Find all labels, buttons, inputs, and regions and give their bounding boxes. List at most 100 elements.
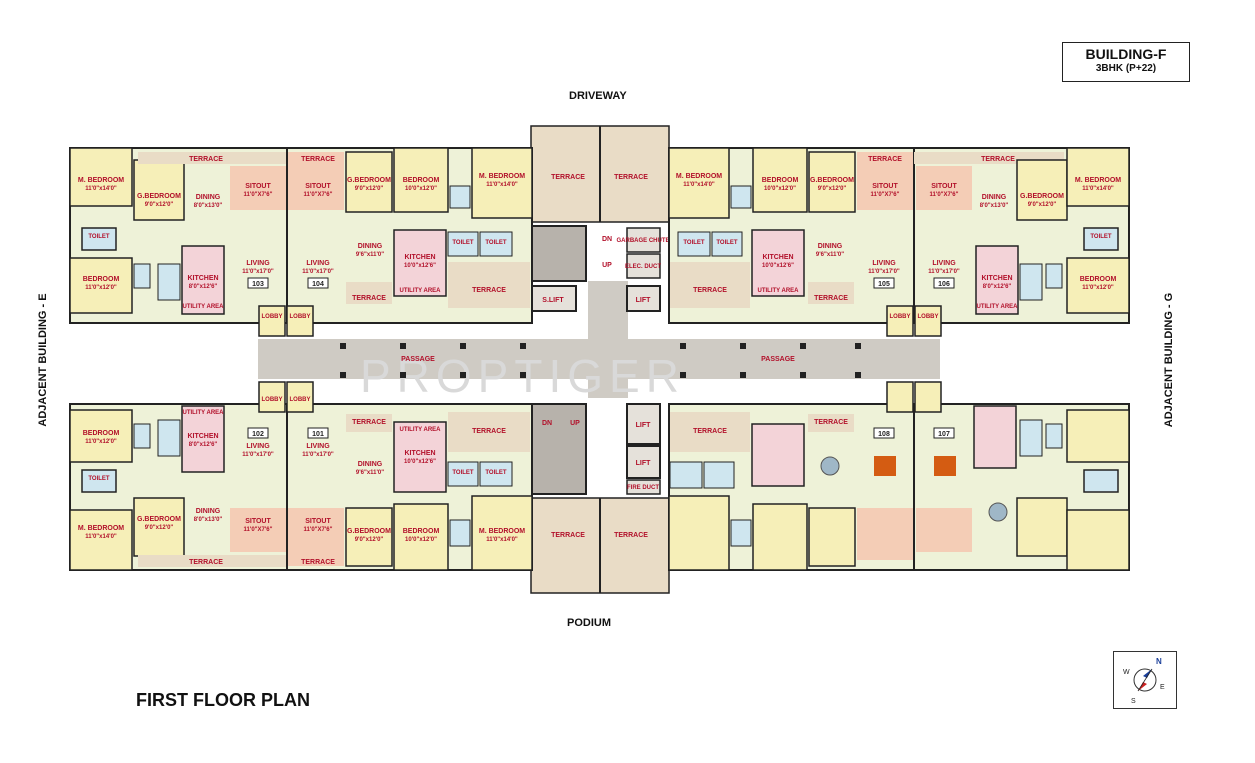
room-kitchen	[393, 421, 447, 493]
sofa-rug	[934, 456, 956, 476]
room-dim: 11'0"x14'0"	[683, 182, 715, 188]
unit-number: 105	[878, 281, 890, 288]
cross-passage	[588, 281, 628, 398]
room-toilet	[1019, 419, 1043, 457]
driveway-label: DRIVEWAY	[569, 90, 627, 102]
lobby	[258, 305, 286, 337]
sitout-dim: 11'0"X7'6"	[930, 192, 959, 198]
terrace-label: TERRACE	[472, 428, 506, 435]
room-toilet	[1045, 423, 1063, 449]
passage-right-label: PASSAGE	[761, 356, 795, 363]
room-dim: 9'0"x12'0"	[145, 525, 174, 531]
sitout	[230, 166, 286, 210]
room-dim: 8'0"x13'0"	[980, 203, 1009, 209]
terrace-label: TERRACE	[981, 156, 1015, 163]
lift-top	[626, 285, 661, 312]
terrace-label: TERRACE	[814, 419, 848, 426]
room-label: M. BEDROOM	[479, 173, 525, 180]
room-toilet	[1045, 263, 1063, 289]
terrace	[670, 412, 750, 452]
lobby-label: LOBBY	[262, 397, 283, 403]
room-dim: 11'0"x14'0"	[486, 537, 518, 543]
stair-dn-label: DN	[542, 420, 552, 427]
room-g-bedroom	[345, 151, 393, 213]
room-bedroom	[69, 409, 133, 463]
lift-bottom-2	[626, 445, 661, 479]
room-dim: 11'0"x17'0"	[242, 452, 274, 458]
room-bedroom	[393, 147, 449, 213]
room-label: BEDROOM	[83, 430, 120, 437]
room-toilet	[133, 423, 151, 449]
terrace-label: TERRACE	[352, 295, 386, 302]
room-label: TOILET	[485, 240, 507, 246]
room-label: BEDROOM	[403, 528, 440, 535]
utility-label: UTILITY AREA	[399, 288, 441, 294]
garbage-chute	[626, 227, 661, 253]
room-dim: 8'0"x13'0"	[194, 517, 223, 523]
room-g-bedroom	[345, 507, 393, 567]
terrace	[346, 282, 392, 304]
sitout	[857, 508, 913, 560]
room-toilet	[677, 231, 711, 257]
room-toilet	[447, 231, 479, 257]
unit-number: 104	[312, 281, 324, 288]
room-dim: 9'0"x12'0"	[355, 537, 384, 543]
room-label: KITCHEN	[187, 275, 218, 282]
room-g-bedroom	[1016, 497, 1068, 557]
lift-label: LIFT	[636, 460, 651, 467]
room-label: BEDROOM	[83, 276, 120, 283]
unit-number: 101	[312, 431, 324, 438]
sitout-label: SITOUT	[305, 518, 331, 525]
core-terrace-label: TERRACE	[551, 174, 585, 181]
lobby-label: LOBBY	[890, 314, 911, 320]
room-bedroom	[1066, 409, 1130, 463]
room-label: KITCHEN	[404, 254, 435, 261]
core-terrace-label: TERRACE	[614, 174, 648, 181]
room-dim: 9'0"x12'0"	[1028, 202, 1057, 208]
room-toilet	[730, 185, 752, 209]
stair-bottom	[530, 403, 587, 495]
core-terrace-label: TERRACE	[551, 532, 585, 539]
room-bedroom	[393, 503, 449, 571]
room-toilet	[81, 227, 117, 251]
utility-label: UTILITY AREA	[182, 410, 224, 416]
room-toilet	[449, 519, 471, 547]
sitout	[916, 508, 972, 552]
room-bedroom	[1066, 257, 1130, 314]
room-label: DINING	[818, 243, 843, 250]
terrace-label: TERRACE	[189, 559, 223, 566]
room-dim: 10'0"x12'0"	[764, 186, 796, 192]
lobby-label: LOBBY	[290, 314, 311, 320]
terrace-label: TERRACE	[814, 295, 848, 302]
wing-top-left: M. BEDROOM 11'0"x14'0" BEDROOM 11'0"x12'…	[69, 147, 533, 337]
room-dim: 11'0"x17'0"	[868, 269, 900, 275]
lift-bottom-1	[626, 403, 661, 445]
room-label: DINING	[982, 194, 1007, 201]
sitout-label: SITOUT	[245, 518, 271, 525]
room-m-bedroom	[69, 509, 133, 571]
utility-label: UTILITY AREA	[976, 304, 1018, 310]
room-bedroom	[69, 257, 133, 314]
compass-rose: N S E W	[1113, 651, 1177, 709]
room-toilet	[1083, 469, 1119, 493]
room-dim: 9'0"x12'0"	[818, 186, 847, 192]
room-dim: 11'0"x17'0"	[242, 269, 274, 275]
watermark: PROPTIGER	[360, 350, 685, 402]
stair-up-label: UP	[570, 420, 580, 427]
room-label: M. BEDROOM	[78, 177, 124, 184]
room-dim: 11'0"x17'0"	[302, 452, 334, 458]
room-dim: 8'0"x12'6"	[189, 284, 218, 290]
room-toilet	[133, 263, 151, 289]
unit-number: 103	[252, 281, 264, 288]
room-label: M. BEDROOM	[676, 173, 722, 180]
room-toilet	[1083, 227, 1119, 251]
room-m-bedroom	[668, 495, 730, 571]
room-label: G.BEDROOM	[810, 177, 854, 184]
sitout	[230, 508, 286, 552]
room-m-bedroom	[471, 147, 533, 219]
room-toilet	[447, 461, 479, 487]
room-dim: 11'0"x14'0"	[486, 182, 518, 188]
terrace	[138, 152, 288, 164]
compass-n: N	[1156, 657, 1162, 666]
